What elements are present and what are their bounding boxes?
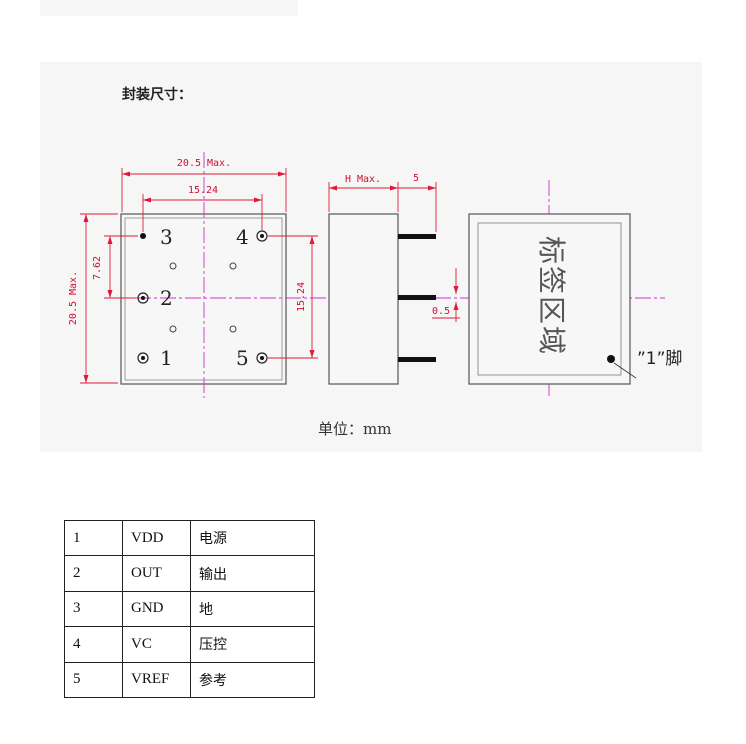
dim-pin-offset-y: 7.62 [92,256,103,280]
pin-desc: 电源 [190,519,315,557]
pin-1-dot [141,356,145,360]
side-lead-top [398,234,436,239]
pin-name: VDD [122,519,191,557]
pin-1-ring [137,352,149,364]
pin-desc: 地 [190,590,315,628]
dimension-arrows [83,171,459,383]
side-lead-middle [398,295,436,300]
pin-num: 4 [64,626,123,663]
pin-1-leader [613,362,637,379]
table-row: 2 OUT 输出 [64,555,315,592]
top-view-inner [124,217,283,381]
pin-num: 2 [64,555,123,592]
pin-name: OUT [122,555,191,592]
dimension-labels: 20.5 Max. 15.24 20.5 Max. 7.62 15.24 H M… [68,158,450,325]
pin-label-2: 2 [160,286,173,310]
unit-label: 单位：mm [318,420,392,438]
pin-5-ring [256,352,268,364]
pin-4-ring [256,230,268,242]
dim-width-max: 20.5 Max. [177,158,231,169]
pin-name: VC [122,626,191,663]
side-lead-bottom [398,357,436,362]
dimension-lines [80,168,460,384]
pins-top-view [137,230,268,364]
mount-hole [169,325,177,333]
dim-lead-diameter: 0.5 [432,306,450,317]
pin-name: GND [122,590,191,628]
mount-hole [229,262,237,270]
label-view [468,213,637,385]
table-row: 4 VC 压控 [64,626,315,663]
mount-hole [169,262,177,270]
pin-desc: 参考 [190,661,315,698]
pin-5-dot [260,356,264,360]
pin-1-callout: ”1”脚 [637,349,682,369]
dim-height-max: 20.5 Max. [68,271,79,325]
pin-2-dot [141,296,145,300]
pin-desc: 输出 [190,555,315,592]
table-row: 1 VDD 电源 [64,519,315,557]
pin-2-ring [137,292,149,304]
pin-desc: 压控 [190,626,315,663]
dim-pin-pitch-y: 15.24 [296,282,307,312]
pin-num: 1 [64,519,123,557]
label-view-outline [468,213,631,385]
dim-side-h-max: H Max. [345,174,381,185]
mount-hole [229,325,237,333]
top-strip [40,0,298,16]
pin-label-4: 4 [236,225,249,249]
pin-name: VREF [122,661,191,698]
label-area-text: 标签区域 [535,236,568,356]
pin-label-3: 3 [160,225,173,249]
pin-num: 3 [64,590,123,628]
pin-label-5: 5 [236,346,249,370]
pin-4-dot [260,234,264,238]
dim-pin-pitch-x: 15.24 [188,185,218,196]
table-row: 5 VREF 参考 [64,661,315,698]
pin-table: 1 VDD 电源 2 OUT 输出 3 GND 地 4 VC 压控 5 VREF… [64,519,315,698]
label-view-inner [477,222,622,376]
pin-label-1: 1 [160,346,173,370]
dim-side-lead: 5 [413,173,419,184]
pin-number-labels: 3 4 2 1 5 [160,225,249,370]
side-view-body [328,213,399,385]
package-title: 封装尺寸： [122,87,192,103]
pin-1-marker [607,355,615,363]
pin-3-dot [140,233,146,239]
table-row: 3 GND 地 [64,590,315,628]
side-view [328,213,436,385]
pin-num: 5 [64,661,123,698]
